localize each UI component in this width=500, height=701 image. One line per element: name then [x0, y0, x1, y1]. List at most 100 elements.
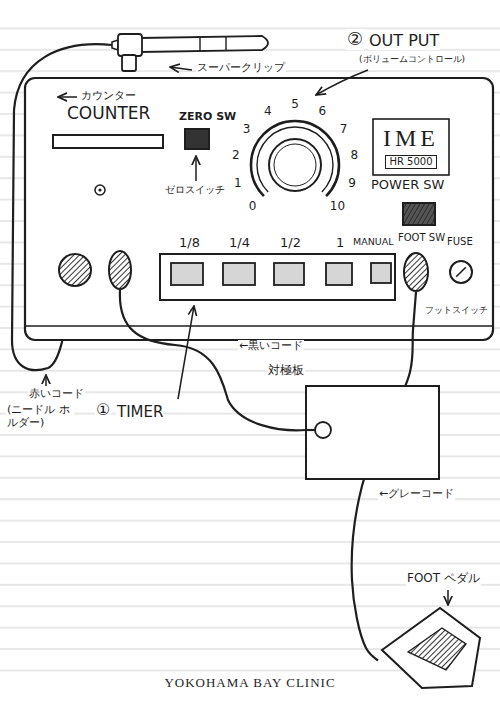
timer-button: 1/4	[222, 262, 256, 286]
housing-base-line	[26, 325, 492, 327]
output-dial	[251, 121, 339, 196]
part-label: カウンター	[80, 90, 137, 103]
zero-switch: ZERO SW	[184, 128, 210, 150]
panel-screw	[98, 188, 101, 191]
part-label: 赤いコード	[28, 388, 85, 401]
dial-number: 6	[317, 105, 327, 119]
super-clip	[200, 37, 226, 51]
timer-socket	[109, 251, 131, 289]
counter-window	[53, 135, 163, 148]
node-label: IME	[382, 125, 440, 153]
leader-arrow	[45, 375, 47, 386]
counter-electrode-plate-outline	[305, 385, 440, 480]
counter-display: COUNTER	[52, 134, 164, 149]
timer-button: 1	[325, 262, 353, 286]
button-body	[171, 263, 203, 285]
plate-terminal	[315, 422, 331, 438]
button-body	[371, 263, 391, 283]
button-body	[223, 263, 255, 285]
counter-electrode-plate: 対極板	[305, 385, 440, 480]
pedal-grip	[408, 628, 466, 670]
dial-number: 0	[248, 201, 258, 215]
socket-body	[404, 253, 428, 291]
panel-screw	[95, 185, 105, 195]
dial-number: 2	[231, 149, 241, 163]
plate-lead	[305, 429, 315, 431]
node-label: FUSE	[446, 236, 474, 248]
node-label: 1/4	[228, 236, 251, 251]
part-label: ゼロスイッチ	[164, 184, 226, 196]
pedal-body	[382, 608, 480, 688]
node-label: 1/2	[279, 236, 302, 251]
timer-button-outline	[325, 262, 353, 286]
node-label: 1/8	[178, 236, 201, 251]
leader-arrow	[178, 306, 194, 399]
switch-body	[403, 203, 435, 225]
node-label: 1	[335, 236, 345, 251]
fuse-holder: FUSE	[449, 260, 473, 284]
dial-number: 5	[290, 98, 300, 112]
needle-socket	[59, 254, 91, 286]
leader-arrow	[58, 96, 77, 98]
node-label: FOOT ペダル	[406, 572, 481, 586]
switch-body	[185, 129, 209, 149]
part-label: ←グレーコード	[378, 488, 455, 501]
manual-button-outline	[370, 262, 392, 284]
node-label: FOOT SW	[397, 232, 446, 244]
button-body	[274, 263, 304, 285]
dial-number: 7	[339, 123, 349, 137]
annotation: (ボリュームコントロール)	[358, 54, 466, 64]
leader-arrow	[316, 70, 368, 95]
device-housing	[25, 78, 493, 340]
timer-button-outline	[170, 262, 204, 286]
node-label: 対極板	[267, 364, 305, 378]
node-label: COUNTER	[66, 104, 151, 124]
manual-button: MANUAL	[370, 262, 392, 284]
brand-border	[373, 119, 449, 175]
foot-pedal-outline	[378, 572, 485, 690]
part-label: ←黒いコード	[238, 340, 304, 353]
timer-button: 1/8	[170, 262, 204, 286]
dial-number: 1	[233, 177, 243, 191]
super-clip	[140, 36, 268, 52]
fuse-cap	[450, 261, 472, 283]
timer-button-outline	[222, 262, 256, 286]
annotation: (ニードル ホルダー)	[6, 404, 74, 429]
part-label: スーパークリップ	[196, 62, 286, 75]
power-switch: POWER SW	[402, 202, 436, 226]
power-switch-outline	[402, 202, 436, 226]
ruled-paper	[0, 8, 500, 680]
dial-number: 4	[263, 105, 273, 119]
timer-button: 1/2	[273, 262, 305, 286]
dial-number: 8	[349, 149, 359, 163]
foot-switch-socket-outline	[403, 252, 429, 292]
part-label: TIMER	[116, 404, 164, 421]
node-label: HR 5000	[385, 155, 436, 169]
node-label: ZERO SW	[178, 111, 237, 124]
node-label: MANUAL	[352, 237, 395, 248]
dial-knob	[269, 139, 321, 191]
super-clip	[122, 55, 136, 71]
leader-arrow	[170, 67, 192, 70]
foot-pedal: FOOT ペダル	[378, 572, 485, 690]
leader-arrow	[447, 590, 449, 605]
counter-display-outline	[52, 134, 164, 149]
brand-plate: IME HR 5000	[372, 118, 450, 176]
timer-button-outline	[273, 262, 305, 286]
part-label: OUT PUT	[368, 32, 440, 50]
output-dial	[257, 127, 333, 192]
plate-body	[306, 386, 439, 479]
clinic-name: YOKOHAMA BAY CLINIC	[163, 676, 336, 691]
dial-number: 9	[347, 177, 357, 191]
timer-panel	[160, 254, 395, 300]
dial-knob	[274, 144, 316, 186]
leader-arrow	[195, 156, 197, 181]
zero-switch-outline	[184, 128, 210, 150]
dial-number: 10	[329, 201, 346, 215]
foot-switch-socket: FOOT SW	[403, 252, 429, 292]
button-body	[326, 263, 352, 285]
node-label: POWER SW	[370, 178, 445, 193]
part-label: フットスイッチ	[424, 305, 489, 315]
